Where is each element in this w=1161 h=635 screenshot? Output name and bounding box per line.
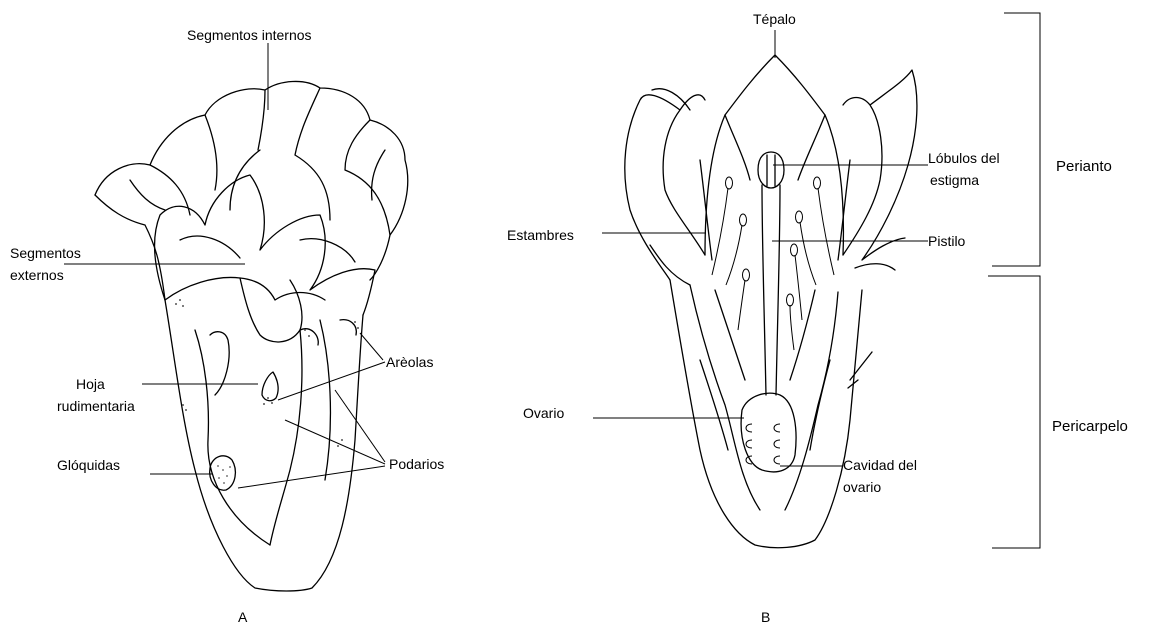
pericarpel-outline-a — [165, 300, 363, 591]
label-lobulos-2: estigma — [930, 172, 979, 188]
label-areolas: Arèolas — [386, 354, 433, 370]
inner-segment-lines — [95, 88, 390, 300]
leader-podarios-3 — [238, 466, 385, 488]
figure-a-drawing — [95, 81, 408, 591]
label-tepalo: Tépalo — [753, 11, 796, 27]
label-perianto: Perianto — [1056, 158, 1112, 175]
podario-ridge-a — [270, 330, 302, 545]
region-brackets — [988, 13, 1040, 548]
label-cavidad-1: Cavidad del — [843, 457, 917, 473]
stigma-lobes — [758, 152, 784, 188]
leader-areolas-1 — [360, 333, 383, 360]
podario-bump-1 — [210, 332, 229, 395]
gloquidas-dots — [217, 465, 231, 484]
label-hoja-2: rudimentaria — [57, 398, 135, 414]
leader-podarios-1 — [335, 390, 385, 462]
figure-letter-b: B — [761, 609, 770, 625]
label-ovario: Ovario — [523, 405, 564, 421]
outer-bud-left — [240, 278, 302, 342]
leader-podarios-2 — [285, 420, 385, 464]
figure-letter-a: A — [238, 609, 248, 625]
style — [762, 185, 780, 395]
label-lobulos-1: Lóbulos del — [928, 150, 1000, 166]
label-segmentos-internos: Segmentos internos — [187, 27, 312, 43]
stamens — [712, 177, 834, 350]
rudimentary-leaf — [262, 372, 278, 401]
pericarpel-inner-ridge-a — [195, 330, 270, 545]
figure-b-labels: Tépalo Lóbulos del estigma Estambres Pis… — [507, 11, 1128, 625]
label-podarios: Podarios — [389, 456, 444, 472]
figure-a-labels: Segmentos internos Segmentos externos Ho… — [10, 27, 444, 625]
outer-segments-a — [155, 175, 375, 315]
leader-areolas-2 — [278, 362, 385, 400]
spine-b — [848, 352, 872, 388]
label-gloquidas: Glóquidas — [57, 457, 120, 473]
label-hoja-1: Hoja — [76, 376, 105, 392]
label-estambres: Estambres — [507, 227, 574, 243]
ovary-outline — [741, 393, 796, 472]
podario-ridge-b — [320, 320, 330, 480]
inner-segments-a — [95, 81, 408, 280]
label-pericarpelo: Pericarpelo — [1052, 418, 1128, 435]
label-segmentos-externos-1: Segmentos — [10, 245, 81, 261]
right-tepals — [843, 70, 917, 270]
podario-bump-3 — [340, 320, 356, 335]
inner-leaf-curves — [130, 150, 385, 262]
left-tepals — [625, 89, 705, 285]
bracket-perianto — [992, 13, 1040, 266]
label-cavidad-2: ovario — [843, 479, 881, 495]
areole-tufts — [175, 299, 359, 447]
bracket-pericarpelo — [988, 276, 1040, 548]
central-tepal — [705, 55, 843, 255]
label-segmentos-externos-2: externos — [10, 267, 64, 283]
figure-b-drawing — [625, 55, 917, 548]
label-pistilo: Pistilo — [928, 233, 966, 249]
ovules — [746, 424, 780, 464]
figure-a-leaders — [64, 43, 385, 488]
gloquidas-patch — [210, 456, 236, 490]
figure-b-leaders — [593, 30, 928, 466]
